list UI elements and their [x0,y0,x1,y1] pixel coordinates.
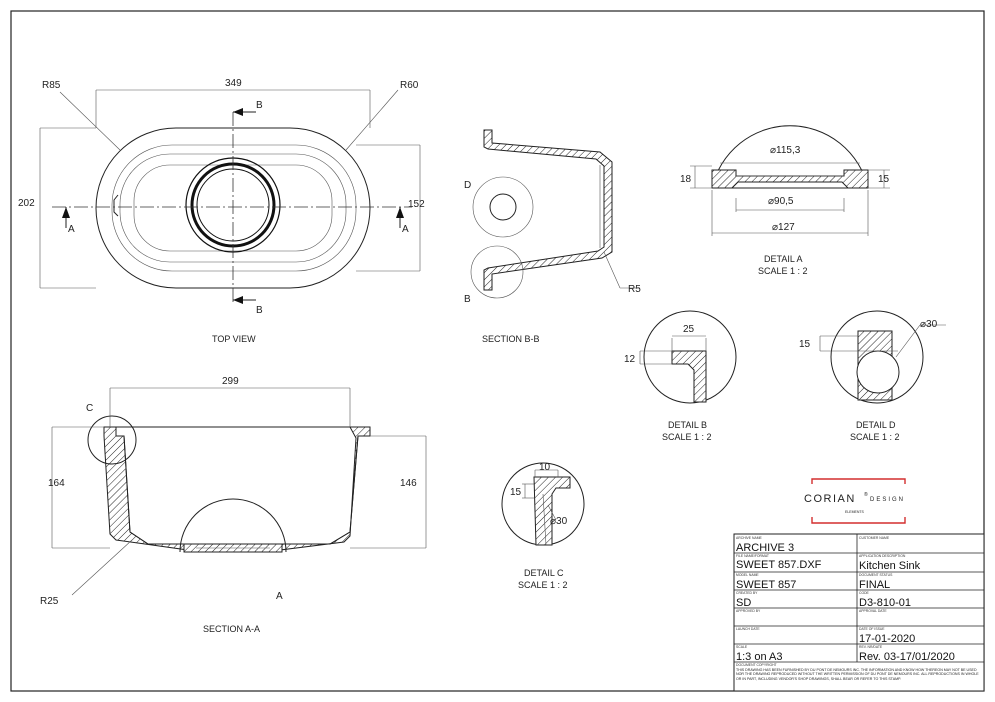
corian-logo: CORIAN ® DESIGN ELEMENTS [804,478,906,524]
dim-r60: R60 [400,80,419,91]
detail-a-title: DETAIL A [764,254,803,264]
dim-202: 202 [18,198,35,209]
dim-15-d: 15 [799,339,811,350]
section-aa: 299 164 146 R25 C A SECTION A-A [40,376,427,634]
dim-d127: ⌀127 [772,222,795,233]
tb-launch-label: LAUNCH DATE [736,627,760,631]
detail-a-scale: SCALE 1 : 2 [758,266,808,276]
label-r5: R5 [628,284,641,295]
tb-file-label: FILE NAME/FORMAT [736,554,769,558]
tb-issue: 17-01-2020 [859,633,915,645]
dim-152: 152 [408,199,425,210]
tb-archive-label: ARCHIVE NAME [736,536,763,540]
tb-appdesc-label: APPLICATION DESCRIPTION [859,554,906,558]
mark-a-left: A [68,224,75,235]
mark-b-bottom: B [256,305,263,316]
detail-b-scale: SCALE 1 : 2 [662,432,712,442]
dim-r85: R85 [42,80,61,91]
tb-copyright-label: DOCUMENT COPYRIGHT [736,663,777,667]
logo-design: DESIGN [870,497,905,503]
label-c: C [86,403,93,414]
detail-a: ⌀115,3 ⌀90,5 ⌀127 18 15 DETAIL A SCALE 1… [680,125,890,276]
tb-code-label: CODE [859,591,870,595]
dim-d30-c: ⌀30 [550,516,568,527]
dim-146: 146 [400,478,417,489]
tb-copyright: THIS DRAWING HAS BEEN FURNISHED BY DU PO… [736,668,979,681]
logo-sub: ELEMENTS [845,510,865,514]
tb-code: D3-810-01 [859,597,911,609]
tb-approved-label: APPROVED BY [736,609,761,613]
top-view-title: TOP VIEW [212,334,256,344]
section-aa-title: SECTION A-A [203,624,260,634]
tb-scale-label: SCALE [736,645,748,649]
tb-rev: Rev. 03-17/01/2020 [859,651,955,663]
detail-d: 15 ⌀30 DETAIL D SCALE 1 : 2 [799,310,946,442]
section-bb: D B R5 SECTION B-B [464,129,641,344]
title-block: ARCHIVE NAME ARCHIVE 3 CUSTOMER NAME FIL… [733,533,985,692]
tb-model-label: MODEL NAME [736,573,759,577]
tb-archive: ARCHIVE 3 [736,542,794,554]
tb-model: SWEET 857 [736,579,796,591]
mark-b-top: B [256,100,263,111]
dim-d30-d: ⌀30 [920,319,938,330]
tb-created: SD [736,597,751,609]
dim-164: 164 [48,478,65,489]
top-view: 349 202 152 R85 R60 B B A A TOP VIEW [18,78,425,344]
dim-15: 15 [878,174,890,185]
logo-brand: CORIAN [804,493,856,505]
label-b: B [464,294,471,305]
dim-15-c: 15 [510,487,522,498]
label-d: D [464,180,471,191]
tb-appdesc: Kitchen Sink [859,560,921,572]
dim-18: 18 [680,174,692,185]
detail-c-scale: SCALE 1 : 2 [518,580,568,590]
dim-d115: ⌀115,3 [770,145,801,156]
detail-d-title: DETAIL D [856,420,896,430]
detail-d-scale: SCALE 1 : 2 [850,432,900,442]
section-bb-title: SECTION B-B [482,334,540,344]
logo-reg: ® [864,491,868,498]
tb-issue-label: DATE OF ISSUE [859,627,885,631]
dim-25: 25 [683,324,695,335]
dim-10: 10 [539,462,551,473]
dim-12: 12 [624,354,636,365]
mark-a-right: A [402,224,409,235]
label-a: A [276,591,283,602]
detail-b-title: DETAIL B [668,420,707,430]
detail-c-title: DETAIL C [524,568,564,578]
tb-approval-label: APPROVAL DATE [859,609,887,613]
dim-d90: ⌀90,5 [768,196,794,207]
tb-rev-label: REV. NR/DATE [859,645,883,649]
detail-c: 10 15 ⌀30 DETAIL C SCALE 1 : 2 [501,462,585,590]
tb-customer-label: CUSTOMER NAME [859,536,890,540]
detail-b: 25 12 DETAIL B SCALE 1 : 2 [624,310,737,442]
dim-299: 299 [222,376,239,387]
tb-file: SWEET 857.DXF [736,559,822,571]
dim-349: 349 [225,78,242,89]
tb-docstatus: FINAL [859,579,890,591]
dim-r25: R25 [40,596,59,607]
tb-created-label: CREATED BY [736,591,758,595]
tb-scale: 1:3 on A3 [736,651,783,663]
tb-docstatus-label: DOCUMENT STATUS [859,573,893,577]
sheet-border [10,10,985,692]
